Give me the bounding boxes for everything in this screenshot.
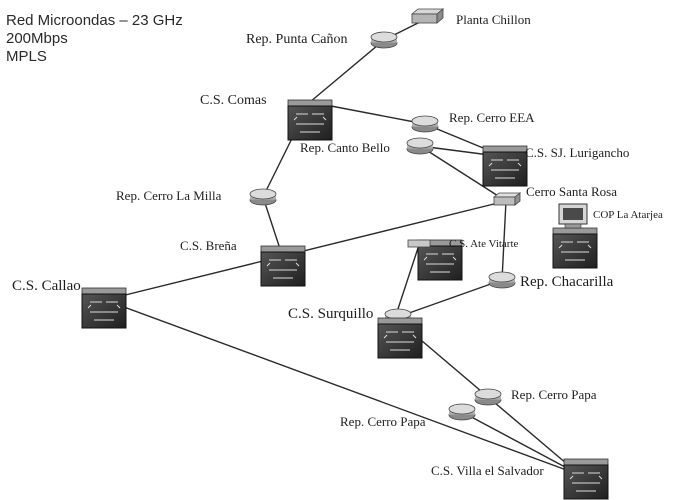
label-rep-cerro-eea: Rep. Cerro EEA bbox=[449, 110, 535, 125]
label-rep-canto-bello: Rep. Canto Bello bbox=[300, 140, 390, 155]
router-icon bbox=[482, 145, 528, 187]
diagram-subtitle-protocol: MPLS bbox=[6, 48, 47, 65]
repeater-disc-icon bbox=[411, 115, 439, 133]
link-cerropapa2-villasalvador bbox=[461, 411, 581, 476]
router-icon bbox=[552, 227, 598, 269]
link-santarosa-chacarilla bbox=[501, 200, 507, 281]
link-callao-villasalvador bbox=[104, 299, 581, 476]
label-cs-villa-el-salvador: C.S. Villa el Salvador bbox=[431, 463, 544, 478]
label-rep-chacarilla: Rep. Chacarilla bbox=[520, 274, 614, 290]
diagram-title: Red Microondas – 23 GHz bbox=[6, 12, 183, 29]
label-rep-cerro-papa-2: Rep. Cerro Papa bbox=[340, 414, 426, 429]
label-cop-la-atarjea: COP La Atarjea bbox=[593, 209, 663, 221]
label-rep-cerro-papa-1: Rep. Cerro Papa bbox=[511, 387, 597, 402]
link-santarosa-callao bbox=[104, 200, 507, 301]
plant-device-icon bbox=[492, 192, 522, 206]
repeater-disc-icon bbox=[370, 31, 398, 49]
link-cantobello-santarosa bbox=[419, 145, 507, 202]
router-icon bbox=[563, 458, 609, 500]
workstation-icon bbox=[558, 203, 588, 229]
router-icon bbox=[81, 287, 127, 329]
repeater-disc-icon bbox=[488, 271, 516, 289]
label-rep-cerro-la-milla: Rep. Cerro La Milla bbox=[116, 188, 222, 203]
plant-device-icon bbox=[410, 8, 445, 24]
router-icon bbox=[260, 245, 306, 287]
links bbox=[104, 18, 581, 476]
link-puntacanon-comas bbox=[309, 39, 385, 103]
label-cs-sj-lurigancho: C.S. SJ. Lurigancho bbox=[525, 145, 630, 160]
router-icon bbox=[377, 317, 423, 359]
label-cs-brena: C.S. Breña bbox=[180, 238, 237, 253]
label-cs-ate-vitarte: C.S. Ate Vitarte bbox=[449, 238, 519, 250]
label-cerro-santa-rosa: Cerro Santa Rosa bbox=[526, 184, 617, 199]
label-cs-callao: C.S. Callao bbox=[12, 278, 81, 294]
repeater-disc-icon bbox=[474, 388, 502, 406]
label-rep-punta-canon: Rep. Punta Cañon bbox=[246, 32, 348, 47]
repeater-disc-icon bbox=[448, 403, 476, 421]
link-atevitarte-surquillo bbox=[394, 247, 419, 319]
label-planta-chillon: Planta Chillon bbox=[456, 12, 531, 27]
label-cs-surquillo: C.S. Surquillo bbox=[288, 306, 374, 322]
plant-device-icon bbox=[407, 239, 431, 248]
diagram-subtitle-bandwidth: 200Mbps bbox=[6, 30, 68, 47]
router-icon bbox=[287, 99, 333, 141]
label-cs-comas: C.S. Comas bbox=[200, 93, 267, 108]
link-chacarilla-surquillo bbox=[394, 279, 503, 319]
repeater-disc-icon bbox=[406, 137, 434, 155]
repeater-disc-icon bbox=[249, 188, 277, 206]
